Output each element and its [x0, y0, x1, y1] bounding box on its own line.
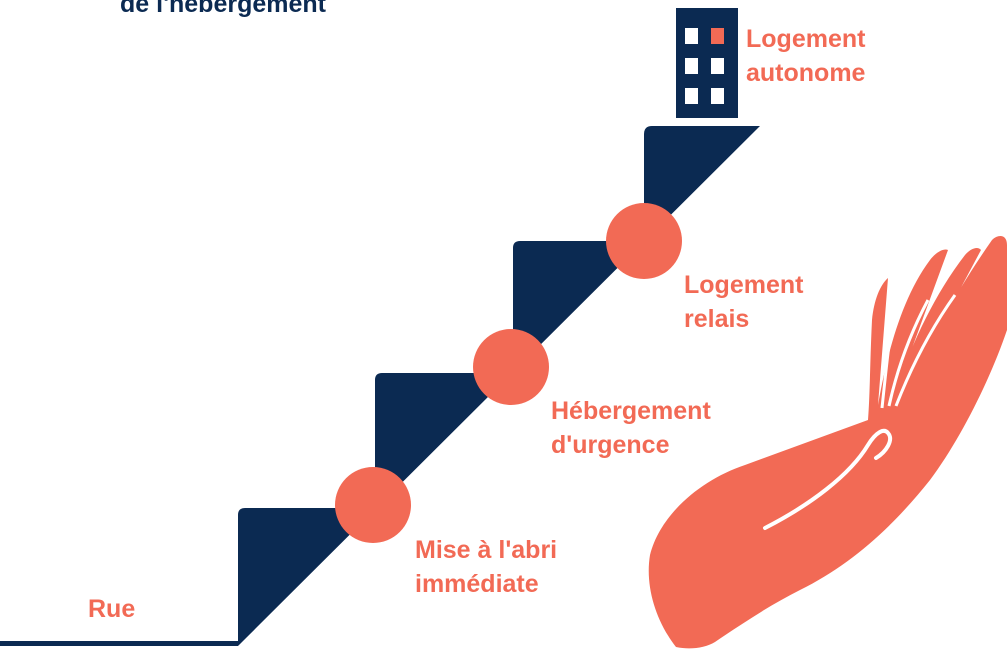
- hand-icon: [648, 235, 1007, 649]
- step-label-rue: Rue: [88, 595, 136, 623]
- step-circle-logement-relais: [606, 203, 682, 279]
- diagram-title: de l'hébergement: [120, 0, 326, 18]
- step-label-logement-relais: Logement relais: [684, 271, 804, 333]
- building-icon: [676, 8, 738, 118]
- step-label-hebergement-urgence: Hébergement d'urgence: [551, 397, 711, 459]
- staircase: [0, 126, 760, 646]
- staircase-shape: [0, 126, 760, 646]
- step-circle-hebergement-urgence: [473, 329, 549, 405]
- step-circle-mise-a-l-abri: [335, 467, 411, 543]
- step-label-mise-a-l-abri: Mise à l'abri immédiate: [415, 536, 558, 598]
- step-label-logement-autonome: Logement autonome: [746, 25, 866, 87]
